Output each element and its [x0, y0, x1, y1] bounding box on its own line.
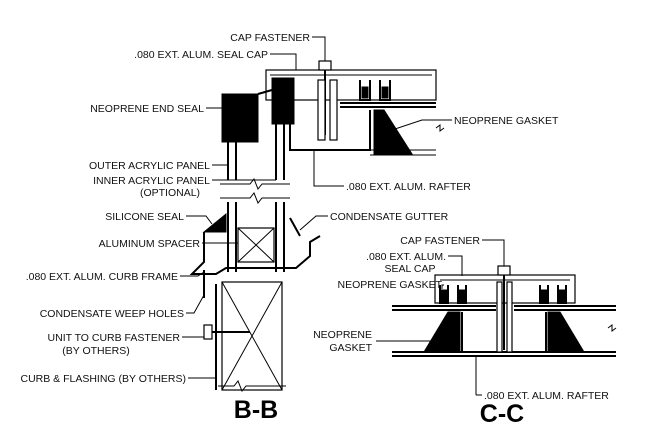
- gasket-channels: [359, 80, 391, 101]
- cc-gasket-2: [458, 289, 466, 303]
- label-seal-cap: .080 EXT. ALUM. SEAL CAP: [134, 49, 268, 61]
- leader-weep-holes: [186, 294, 205, 314]
- label-unit-to-curb: UNIT TO CURB FASTENER: [48, 332, 181, 344]
- spacer-cross: [237, 227, 275, 263]
- break-mark-1: [220, 178, 290, 190]
- curb-fastener-head: [203, 324, 213, 340]
- leader-curb-frame: [180, 271, 205, 277]
- label-cap-fastener: CAP FASTENER: [230, 32, 310, 44]
- cc-gasket-4: [558, 289, 566, 303]
- end-seal-cap: [271, 77, 295, 125]
- cc-gasket-channels: [439, 285, 567, 304]
- label-cc-gasket: GASKET: [329, 342, 372, 354]
- leader-neoprene-gasket: [391, 119, 452, 131]
- cc-labels: CAP FASTENER .080 EXT. ALUM. SEAL CAP NE…: [313, 235, 609, 428]
- label-inner-acrylic: INNER ACRYLIC PANEL: [93, 175, 210, 187]
- end-seal-bridge: [257, 89, 273, 95]
- cc-cap-fastener-head: [497, 265, 511, 276]
- curb-cross: [221, 281, 283, 391]
- break-mark-3: [218, 380, 286, 392]
- cap-fastener-head: [318, 60, 332, 71]
- title-cc: C-C: [480, 400, 524, 428]
- label-weep-holes: CONDENSATE WEEP HOLES: [40, 308, 184, 320]
- cc-gasket-1: [440, 289, 448, 303]
- condensate-gutter-lip: [289, 217, 301, 237]
- rafter-web-right: [329, 79, 338, 141]
- silicone-seal: [202, 212, 227, 233]
- leader-silicone-seal: [186, 215, 213, 225]
- gasket-2: [381, 86, 389, 99]
- cc-rafter-web-r: [506, 281, 513, 353]
- label-cc-neoprene: NEOPRENE: [313, 329, 372, 341]
- label-neoprene-end-seal: NEOPRENE END SEAL: [90, 103, 204, 115]
- leader-cc-cap-fastener: [482, 239, 505, 266]
- gasket-1: [361, 86, 369, 99]
- leader-rafter: [313, 150, 344, 187]
- label-curb-frame: .080 EXT. ALUM. CURB FRAME: [26, 271, 178, 283]
- label-cc-rafter: .080 EXT. ALUM. RAFTER: [484, 390, 609, 402]
- cc-break-mark: [607, 324, 617, 332]
- cc-neoprene-wedge-left: [423, 311, 461, 353]
- leader-cc-gasket-top: [441, 284, 444, 289]
- rafter-body: [289, 100, 371, 151]
- label-cc-seal-cap-1: .080 EXT. ALUM.: [366, 251, 446, 263]
- label-cc-neoprene-gasket-top: NEOPRENE GASKET: [338, 279, 443, 291]
- break-gap: [220, 180, 290, 202]
- leader-lines: [180, 36, 505, 395]
- label-rafter: .080 EXT. ALUM. RAFTER: [346, 181, 471, 193]
- break-mark-2: [220, 192, 290, 204]
- leader-condensate-gutter: [299, 215, 328, 231]
- label-outer-acrylic: OUTER ACRYLIC PANEL: [89, 160, 210, 172]
- cc-rafter-web-l: [496, 281, 503, 353]
- label-cc-cap-fastener: CAP FASTENER: [400, 235, 480, 247]
- curb-frame: [189, 232, 321, 275]
- cc-rafter: [461, 312, 547, 353]
- neoprene-gasket-wedge: [373, 109, 413, 155]
- cc-neoprene-wedge-right: [547, 311, 585, 353]
- label-by-others: (BY OTHERS): [62, 345, 129, 357]
- leader-cc-seal-cap: [448, 255, 463, 276]
- bb-assembly: [189, 77, 321, 392]
- label-neoprene-gasket: NEOPRENE GASKET: [454, 115, 559, 127]
- cc-gasket-3: [540, 289, 548, 303]
- cc-assembly: [392, 265, 617, 357]
- label-condensate-gutter: CONDENSATE GUTTER: [330, 211, 449, 223]
- label-optional: (OPTIONAL): [140, 187, 200, 199]
- break-mark-top: [435, 124, 445, 132]
- leader-seal-cap: [270, 53, 297, 70]
- rafter-web-left: [317, 79, 326, 141]
- leader-cap-fastener: [312, 36, 326, 61]
- leader-cc-gasket: [376, 330, 443, 342]
- label-curb-flashing: CURB & FLASHING (BY OTHERS): [21, 373, 187, 385]
- top-cap-assembly: [265, 60, 445, 156]
- label-silicone-seal: SILICONE SEAL: [105, 211, 184, 223]
- label-cc-seal-cap-2: SEAL CAP: [385, 263, 436, 275]
- bb-labels: CAP FASTENER .080 EXT. ALUM. SEAL CAP NE…: [21, 32, 560, 424]
- label-aluminum-spacer: ALUMINUM SPACER: [99, 238, 201, 250]
- title-bb: B-B: [234, 396, 278, 424]
